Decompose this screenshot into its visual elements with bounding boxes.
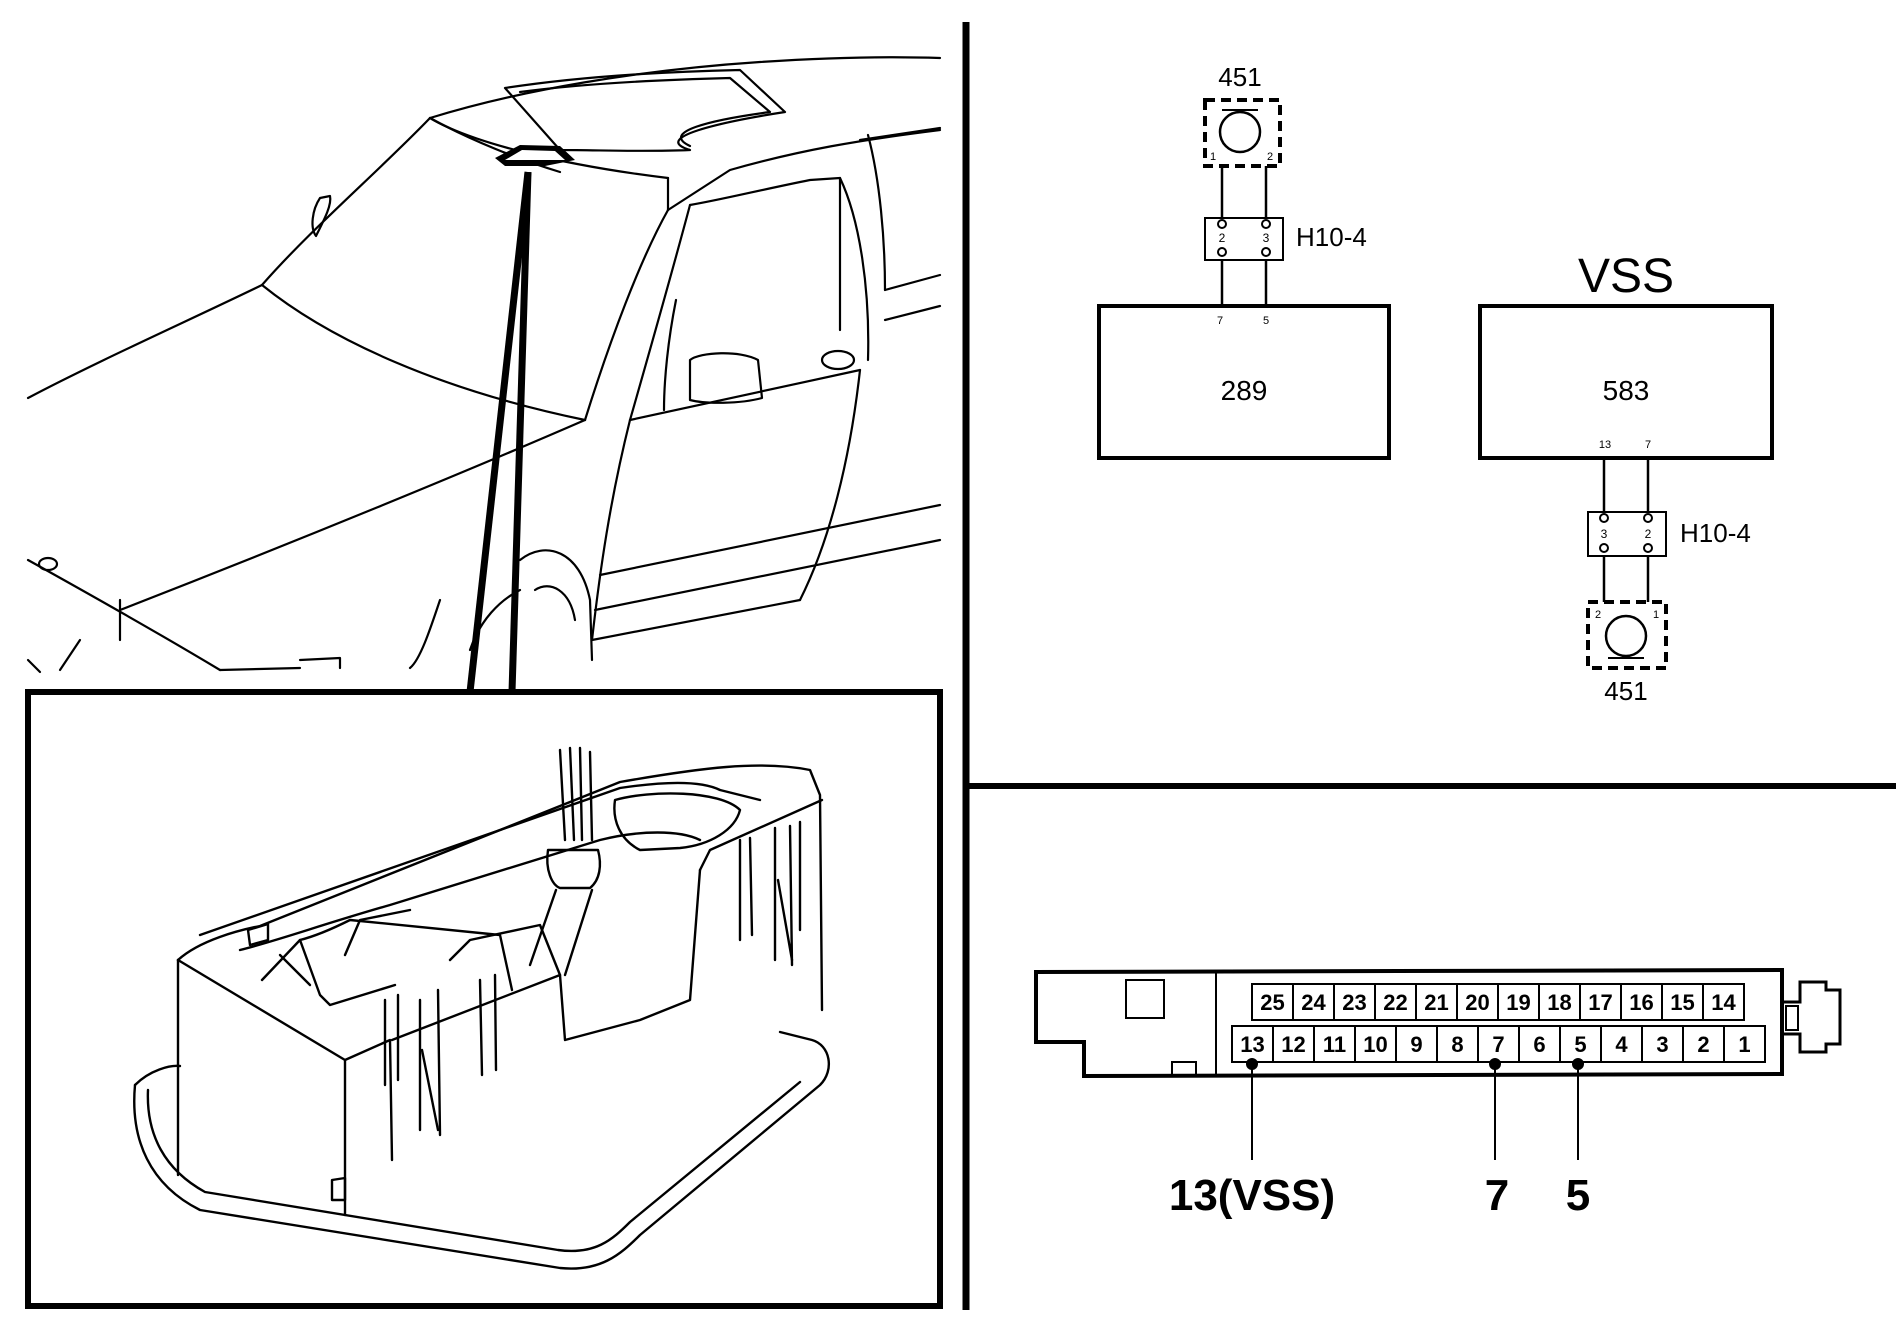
pin-bottom-number: 4 xyxy=(1615,1032,1628,1057)
lamp-detail-frame xyxy=(25,689,943,1309)
connector-housing xyxy=(1034,967,1784,1079)
module-289-label: 289 xyxy=(1221,375,1268,406)
wiring-left: 451 1 2 2 3 H10-4 7 5 289 xyxy=(1097,62,1391,460)
pin-top-number: 23 xyxy=(1342,990,1366,1015)
pin-row-top: 25 24 23 22 21 20 19 18 17 16 15 14 xyxy=(1251,983,1745,1021)
detail-pointer xyxy=(466,171,532,693)
connector-h10-4-right xyxy=(1587,511,1667,557)
component-451-bottom-symbol xyxy=(1604,614,1648,658)
connector-h10-4-right-label: H10-4 xyxy=(1680,518,1751,548)
lamp-housing-illustration xyxy=(133,746,830,1270)
pin-top-number: 15 xyxy=(1670,990,1694,1015)
svg-text:3: 3 xyxy=(1263,231,1270,245)
pin-bottom-number: 10 xyxy=(1363,1032,1387,1057)
pin-top-cell xyxy=(1702,983,1745,1021)
svg-text:1: 1 xyxy=(1653,609,1659,621)
pin-bottom-number: 3 xyxy=(1656,1032,1668,1057)
module-583-box xyxy=(1478,304,1774,460)
connector-h10-4-left xyxy=(1204,217,1284,261)
connector-latch xyxy=(1782,980,1842,1054)
pin-bottom-number: 7 xyxy=(1492,1032,1504,1057)
pin-top-number: 21 xyxy=(1424,990,1448,1015)
pin-top-number: 18 xyxy=(1547,990,1571,1015)
car-illustration xyxy=(26,56,942,674)
component-451-top-box xyxy=(1203,98,1282,168)
pin-top-number: 22 xyxy=(1383,990,1407,1015)
module-289-box xyxy=(1097,304,1391,460)
svg-text:2: 2 xyxy=(1219,231,1226,245)
svg-text:5: 5 xyxy=(1263,315,1269,327)
pin-bottom-number: 12 xyxy=(1281,1032,1305,1057)
callout-5: 5 xyxy=(1566,1171,1590,1220)
svg-text:1: 1 xyxy=(1210,151,1216,163)
pin-bottom-number: 5 xyxy=(1574,1032,1586,1057)
pin-bottom-cell xyxy=(1723,1025,1766,1063)
pin-top-number: 19 xyxy=(1506,990,1530,1015)
vss-title: VSS xyxy=(1578,250,1674,303)
wiring-right: VSS 583 13 7 3 2 H10-4 2 1 451 xyxy=(1478,250,1774,706)
component-451-label-bottom: 451 xyxy=(1604,676,1647,706)
pin-top-number: 16 xyxy=(1629,990,1653,1015)
pin-top-number: 20 xyxy=(1465,990,1489,1015)
pin-bottom-number: 6 xyxy=(1533,1032,1545,1057)
svg-text:7: 7 xyxy=(1645,439,1651,451)
module-583-label: 583 xyxy=(1603,375,1650,406)
pin-bottom-number: 2 xyxy=(1697,1032,1709,1057)
callout-7: 7 xyxy=(1485,1171,1509,1220)
pin-bottom-number: 11 xyxy=(1323,1032,1346,1057)
pin-row-bottom: 13 12 11 10 9 8 7 6 5 4 3 2 1 xyxy=(1231,1025,1766,1063)
pin-top-number: 14 xyxy=(1711,990,1736,1015)
svg-text:7: 7 xyxy=(1217,315,1223,327)
svg-text:2: 2 xyxy=(1595,609,1601,621)
svg-text:3: 3 xyxy=(1601,527,1608,541)
pin-bottom-number: 8 xyxy=(1451,1032,1463,1057)
component-451-bottom-box xyxy=(1586,600,1668,670)
pin-bottom-number: 1 xyxy=(1738,1032,1750,1057)
svg-text:2: 2 xyxy=(1645,527,1652,541)
pin-top-number: 17 xyxy=(1588,990,1612,1015)
svg-text:13: 13 xyxy=(1599,439,1611,451)
component-451-top-symbol xyxy=(1218,110,1262,154)
callout-13-vss: 13(VSS) xyxy=(1169,1171,1335,1220)
connector-h10-4-left-label: H10-4 xyxy=(1296,222,1367,252)
pin-top-number: 24 xyxy=(1301,990,1326,1015)
component-451-label-top: 451 xyxy=(1218,62,1261,92)
pin-bottom-number: 9 xyxy=(1410,1032,1422,1057)
pin-bottom-number: 13 xyxy=(1240,1032,1264,1057)
svg-text:2: 2 xyxy=(1267,151,1273,163)
pin-top-number: 25 xyxy=(1260,990,1284,1015)
